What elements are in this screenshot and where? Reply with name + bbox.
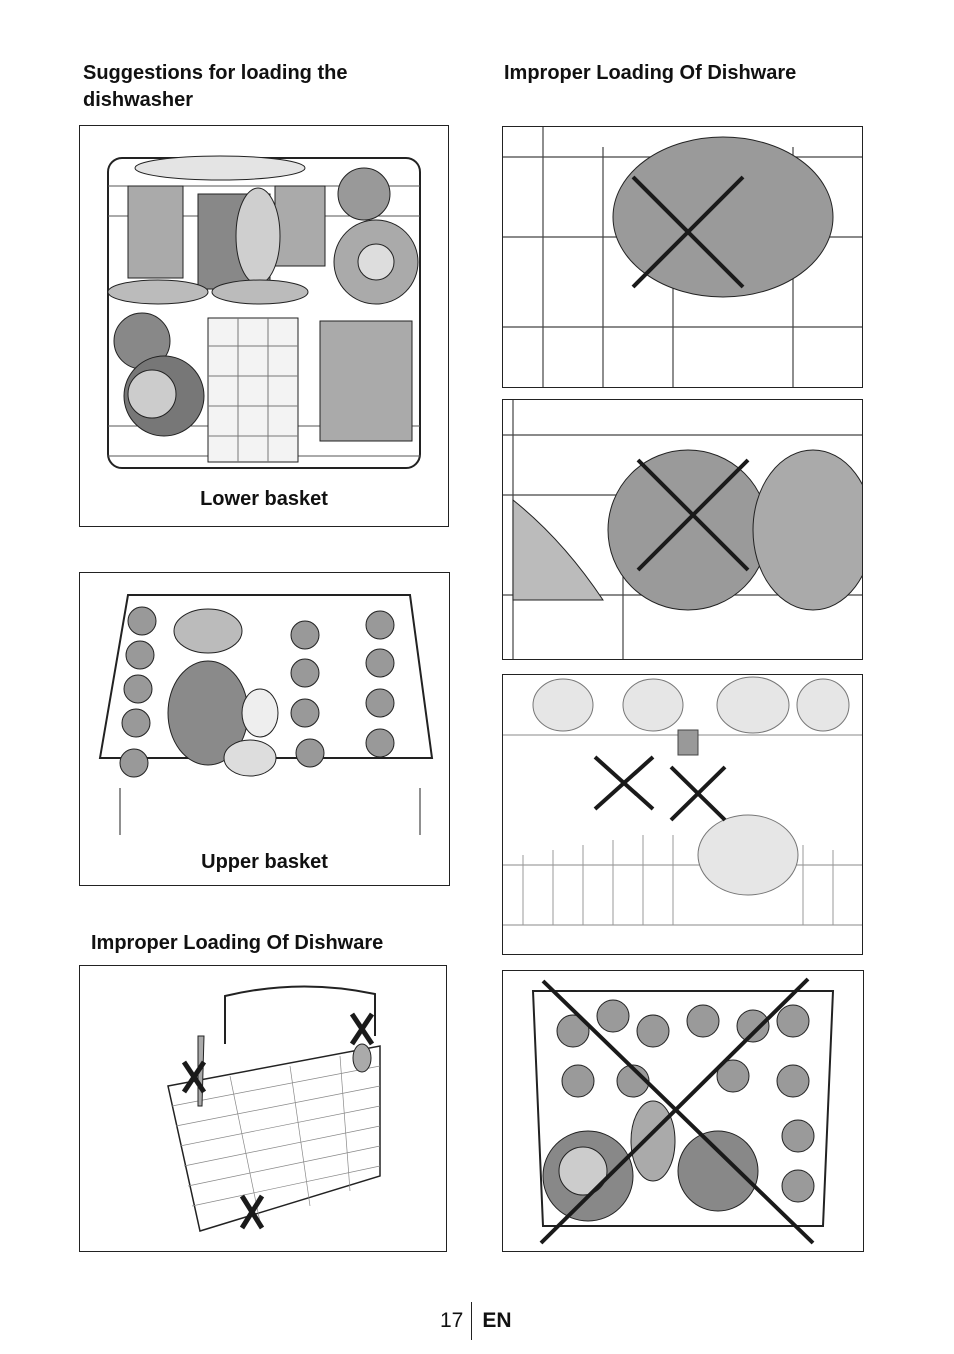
cutlery-basket-figure — [79, 965, 447, 1252]
cutlery-basket-illustration — [167, 985, 381, 1232]
cross-mark-icon — [539, 977, 815, 1245]
upper-basket-caption: Upper basket — [201, 851, 328, 873]
heading-improper-left: Improper Loading Of Dishware — [91, 932, 384, 954]
improper-figure-3 — [502, 674, 863, 955]
upper-basket-figure: Upper basket — [79, 572, 450, 886]
language-code: EN — [482, 1309, 512, 1332]
cross-mark-icon — [636, 458, 750, 572]
footer-divider — [471, 1302, 473, 1340]
upper-basket-illustration — [98, 594, 434, 835]
improper-figure-2 — [502, 399, 863, 660]
cross-mark-icon — [631, 175, 745, 289]
spoon-icon — [352, 1043, 372, 1073]
cross-mark-icon — [593, 755, 727, 822]
improper-figure-1 — [502, 126, 863, 388]
page-number: 17 — [440, 1309, 464, 1332]
improper-figure-4 — [502, 970, 864, 1252]
lower-basket-illustration — [107, 155, 421, 469]
heading-improper-right: Improper Loading Of Dishware — [504, 62, 797, 84]
heading-suggestions: Suggestions for loading the dishwasher — [83, 62, 348, 111]
lower-basket-caption: Lower basket — [200, 488, 328, 510]
page-footer: 17 EN — [440, 1300, 512, 1342]
lower-basket-figure: Lower basket — [79, 125, 449, 527]
cross-mark-icon — [181, 1012, 375, 1230]
